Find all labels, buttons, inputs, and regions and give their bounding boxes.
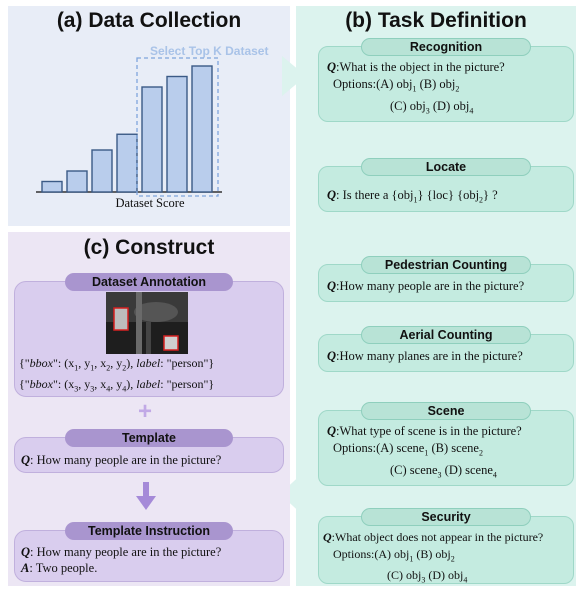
instruction-question: : How many people are in the picture?: [30, 545, 222, 559]
bar-7: [191, 65, 213, 193]
data-collection-title: (a) Data Collection: [56, 9, 242, 32]
option-c-sub: 3: [425, 106, 430, 115]
down-arrow-icon: [136, 482, 156, 510]
option-d-sub: 4: [469, 106, 474, 115]
task-header-scene: Scene: [361, 402, 531, 420]
template-instruction-box: Template Instruction Q: How many people …: [14, 522, 284, 582]
options-prefix: Options:: [333, 77, 377, 91]
task-header-recognition: Recognition: [361, 38, 531, 56]
task-body-security: Q:What object does not appear in the pic…: [323, 529, 571, 589]
option-a: (A) obj: [376, 77, 413, 91]
task-header-pedestrian-counting: Pedestrian Counting: [361, 256, 531, 274]
template-instruction-text: Q: How many people are in the picture? A…: [21, 544, 279, 576]
bar-4: [116, 133, 138, 193]
locate-question-mid: } {loc} {obj: [417, 188, 480, 202]
template-header: Template: [65, 429, 233, 447]
q-symbol: Q: [327, 349, 337, 363]
option-c: (C) scene: [390, 462, 438, 477]
option-a-sub: 1: [412, 84, 417, 94]
select-top-k-label: Select Top K Dataset: [150, 44, 269, 58]
locate-question-end: } ?: [483, 188, 498, 202]
q-symbol: Q: [327, 279, 337, 293]
bbox-annotation-text: {"bbox": (x1, y1, x2, y2), label: "perso…: [19, 355, 279, 398]
bbox-line-2: {"bbox": (x3, y3, x4, y4), label: "perso…: [19, 377, 215, 394]
option-d-sub: 4: [492, 470, 497, 479]
top-k-selection-box: [136, 57, 219, 197]
task-card-locate: Locate Q: Is there a {obj1} {loc} {obj2}…: [318, 158, 574, 212]
option-d-sub: 4: [463, 575, 468, 585]
options-prefix: Options:: [333, 547, 375, 561]
task-question: :What is the object in the picture?: [336, 60, 505, 74]
option-b: (B) obj: [416, 77, 456, 91]
q-symbol: Q: [21, 545, 31, 559]
task-header-locate: Locate: [361, 158, 531, 176]
task-question: :How many people are in the picture?: [336, 279, 525, 293]
task-card-scene: Scene Q:What type of scene is in the pic…: [318, 402, 574, 486]
option-d: (D) scene: [441, 462, 493, 477]
plus-icon: +: [138, 398, 153, 425]
construct-title: (c) Construct: [83, 236, 215, 259]
bar-5: [141, 86, 163, 193]
task-body-pedestrian-counting: Q:How many people are in the picture?: [327, 278, 569, 295]
task-body-recognition: Q:What is the object in the picture? Opt…: [327, 59, 569, 119]
option-b-sub: 2: [450, 554, 455, 564]
bar-6: [166, 75, 188, 193]
task-question: :What object does not appear in the pict…: [331, 530, 544, 544]
connector-arrow-top: [282, 56, 306, 96]
option-a-sub: 1: [409, 554, 414, 564]
bbox-line-1: {"bbox": (x1, y1, x2, y2), label: "perso…: [19, 356, 215, 373]
template-question: : How many people are in the picture?: [30, 453, 222, 467]
option-d: (D) obj: [429, 98, 470, 113]
dataset-score-chart: [36, 57, 222, 197]
bar-1: [41, 180, 63, 193]
task-card-security: Security Q:What object does not appear i…: [318, 508, 574, 585]
q-symbol: Q: [327, 60, 337, 74]
option-b-sub: 2: [455, 84, 460, 94]
connector-arrow-bottom: [280, 470, 306, 518]
task-header-aerial-counting: Aerial Counting: [361, 326, 531, 344]
template-instruction-header: Template Instruction: [65, 522, 233, 540]
instruction-answer: : Two people.: [29, 561, 98, 575]
option-c-sub: 3: [437, 470, 442, 479]
q-symbol: Q: [21, 453, 31, 467]
locate-sub1: 1: [413, 195, 418, 205]
q-symbol: Q: [327, 424, 337, 438]
locate-question-start: : Is there a {obj: [336, 188, 414, 202]
option-b-sub: 2: [478, 448, 483, 458]
task-question: :How many planes are in the picture?: [336, 349, 523, 363]
option-c: (C) obj: [387, 568, 422, 583]
bar-3: [91, 149, 113, 193]
task-definition-title: (b) Task Definition: [345, 9, 527, 32]
task-header-security: Security: [361, 508, 531, 526]
a-symbol: A: [21, 561, 30, 575]
option-a: (A) obj: [374, 547, 410, 561]
task-card-recognition: Recognition Q:What is the object in the …: [318, 38, 574, 122]
task-body-locate: Q: Is there a {obj1} {loc} {obj2} ?: [327, 187, 569, 209]
option-a: (A) scene: [376, 441, 425, 455]
locate-sub2: 2: [479, 195, 484, 205]
task-card-pedestrian-counting: Pedestrian Counting Q:How many people ar…: [318, 256, 574, 302]
option-b: (B) obj: [413, 547, 451, 561]
annotated-person-image: [106, 292, 188, 354]
option-b: (B) scene: [428, 441, 479, 455]
options-prefix: Options:: [333, 441, 377, 455]
task-body-scene: Q:What type of scene is in the picture? …: [327, 423, 569, 483]
chart-x-axis-label: Dataset Score: [115, 196, 185, 210]
template-text: Q: How many people are in the picture?: [21, 452, 279, 468]
task-question: :What type of scene is in the picture?: [336, 424, 522, 438]
option-a-sub: 1: [424, 448, 429, 458]
q-symbol: Q: [327, 188, 337, 202]
task-card-aerial-counting: Aerial Counting Q:How many planes are in…: [318, 326, 574, 372]
dataset-annotation-header: Dataset Annotation: [65, 273, 233, 291]
q-symbol: Q: [323, 530, 332, 544]
task-body-aerial-counting: Q:How many planes are in the picture?: [327, 348, 569, 365]
option-d: (D) obj: [425, 568, 464, 583]
template-box: Template Q: How many people are in the p…: [14, 429, 284, 473]
option-c-sub: 3: [421, 575, 426, 585]
bar-2: [66, 170, 88, 193]
option-c: (C) obj: [390, 98, 426, 113]
